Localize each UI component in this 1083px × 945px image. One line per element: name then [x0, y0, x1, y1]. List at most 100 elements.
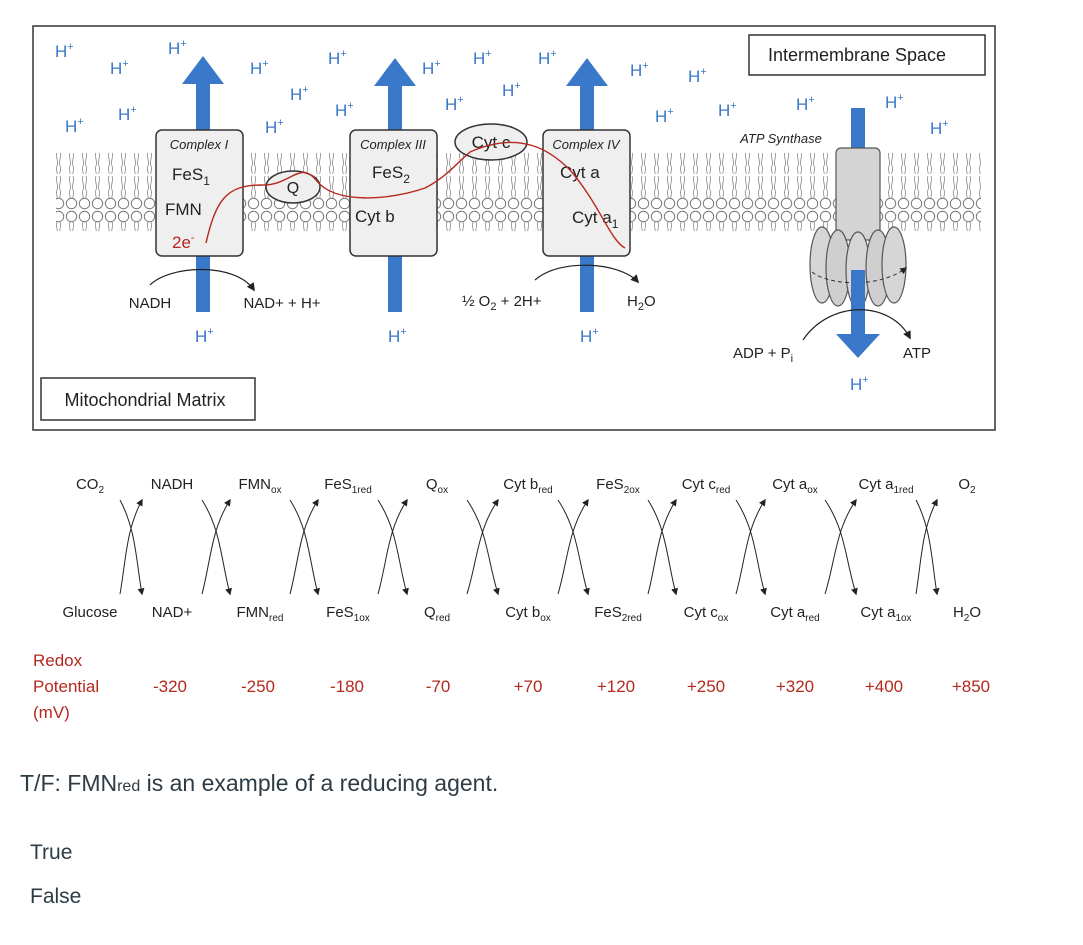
complex-iii-title: Complex III — [360, 137, 426, 152]
proton-label: H+ — [850, 374, 869, 394]
question-text: T/F: FMNred is an example of a reducing … — [20, 770, 499, 796]
redox-potentials: -320-250-180-70+70+120+250+320+400+850 — [153, 677, 990, 696]
proton-label: H+ — [168, 38, 187, 58]
reaction-curves — [149, 264, 911, 341]
redox-arrow — [647, 498, 677, 595]
complex-iv-cyta: Cyt a — [560, 163, 600, 182]
proton-label: H+ — [538, 48, 557, 68]
redox-arrow — [201, 499, 232, 596]
nadh-label: NADH — [129, 295, 172, 312]
complex-i: Complex I FeS1 FMN 2e- — [155, 129, 244, 257]
redox-bottom-label: Cyt box — [505, 604, 551, 624]
option-false[interactable]: False — [30, 885, 82, 908]
atp-synthase — [809, 147, 908, 336]
matrix-box — [40, 377, 256, 421]
proton-label: H+ — [290, 84, 309, 104]
proton-label: H+ — [502, 80, 521, 100]
complex-iii-fes: FeS2 — [372, 163, 410, 186]
proton-labels: H+H+H+H+H+H+H+H+H+H+H+H+H+H+H+H+H+H+H+H+… — [55, 38, 949, 394]
redox-top-label: O2 — [958, 476, 976, 496]
redox-bottom-label: Glucose — [62, 604, 117, 621]
proton-label: H+ — [118, 104, 137, 124]
proton-label: H+ — [718, 100, 737, 120]
complex-iii: Complex III FeS2 Cyt b — [349, 129, 438, 257]
redox-bottom-label: H2O — [953, 604, 981, 624]
redox-potential-value: +250 — [687, 677, 725, 696]
complex-iv-title: Complex IV — [552, 137, 621, 152]
redox-arrow — [119, 498, 143, 595]
redox-bottom-label: NAD+ — [152, 604, 193, 621]
proton-label: H+ — [445, 94, 464, 114]
option-true[interactable]: True — [30, 841, 73, 864]
proton-label: H+ — [885, 92, 904, 112]
redox-bottom-label: Cyt cox — [684, 604, 729, 624]
redox-arrow — [289, 498, 319, 595]
proton-label: H+ — [195, 326, 214, 346]
redox-arrow — [466, 498, 499, 595]
proton-label: H+ — [65, 116, 84, 136]
redox-potential-value: -180 — [330, 677, 364, 696]
redox-top-label: NADH — [151, 476, 194, 493]
redox-label: Redox Potential (mV) — [33, 651, 104, 722]
redox-arrow — [557, 498, 589, 595]
quinone — [265, 170, 321, 204]
redox-arrow — [647, 499, 678, 596]
redox-top-label: Cyt bred — [503, 476, 552, 496]
proton-label: H+ — [473, 48, 492, 68]
complex-iv-cyta1: Cyt a1 — [572, 208, 619, 231]
redox-arrow — [735, 498, 766, 595]
redox-potential-value: +850 — [952, 677, 990, 696]
redox-arrow — [915, 499, 940, 596]
redox-potential-value: -250 — [241, 677, 275, 696]
oxygen-label: ½ O2 + 2H+ — [462, 293, 542, 313]
redox-potential-value: +400 — [865, 677, 903, 696]
complex-i-fmn: FMN — [165, 200, 202, 219]
etc-diagram: Intermembrane Space Mitochondrial Matrix… — [32, 25, 996, 722]
redox-top-label: FeS1red — [324, 476, 372, 496]
redox-potential-value: -70 — [426, 677, 451, 696]
redox-potential-value: +320 — [776, 677, 814, 696]
proton-label: H+ — [55, 41, 74, 61]
redox-bottom-label: FeS1ox — [326, 604, 370, 624]
electron-path — [205, 141, 626, 249]
redox-potential-value: +70 — [514, 677, 543, 696]
redox-arrow — [915, 498, 938, 595]
redox-arrow — [289, 499, 320, 596]
complex-i-fes: FeS1 — [172, 165, 210, 188]
redox-arrow — [824, 498, 857, 595]
proton-label: H+ — [580, 326, 599, 346]
redox-bottom-label: FeS2red — [594, 604, 642, 624]
proton-label: H+ — [265, 117, 284, 137]
proton-label: H+ — [422, 58, 441, 78]
redox-top-label: Cyt cred — [682, 476, 731, 496]
redox-arrow — [824, 499, 858, 596]
redox-potential-value: -320 — [153, 677, 187, 696]
quiz: T/F: FMNred is an example of a reducing … — [20, 770, 1060, 929]
proton-label: H+ — [328, 48, 347, 68]
intermembrane-label: Intermembrane Space — [768, 45, 946, 65]
redox-arrow — [557, 499, 590, 596]
redox-top-label: FeS2ox — [596, 476, 640, 496]
matrix-label: Mitochondrial Matrix — [64, 390, 225, 410]
redox-crossing-arrows — [119, 498, 940, 596]
proton-label: H+ — [930, 118, 949, 138]
redox-bottom-label: Qred — [424, 604, 450, 624]
proton-label: H+ — [655, 106, 674, 126]
redox-arrow — [466, 499, 500, 596]
proton-label: H+ — [630, 60, 649, 80]
proton-label: H+ — [110, 58, 129, 78]
redox-top-label: FMNox — [238, 476, 281, 496]
redox-bottom-label: FMNred — [237, 604, 284, 624]
redox-top-label: Cyt a1red — [858, 476, 913, 496]
quinone-label: Q — [287, 180, 299, 197]
water-label: H2O — [627, 293, 656, 313]
nad-h-label: NAD+ + H+ — [243, 295, 320, 312]
complex-iii-cytb: Cyt b — [355, 207, 395, 226]
atp-label: ATP — [903, 345, 931, 362]
redox-arrow — [119, 499, 145, 596]
proton-label: H+ — [335, 100, 354, 120]
complex-i-electrons: 2e- — [172, 232, 195, 252]
atp-synthase-label: ATP Synthase — [739, 131, 822, 146]
proton-label: H+ — [250, 58, 269, 78]
redox-bottom-label: Cyt a1ox — [860, 604, 911, 624]
